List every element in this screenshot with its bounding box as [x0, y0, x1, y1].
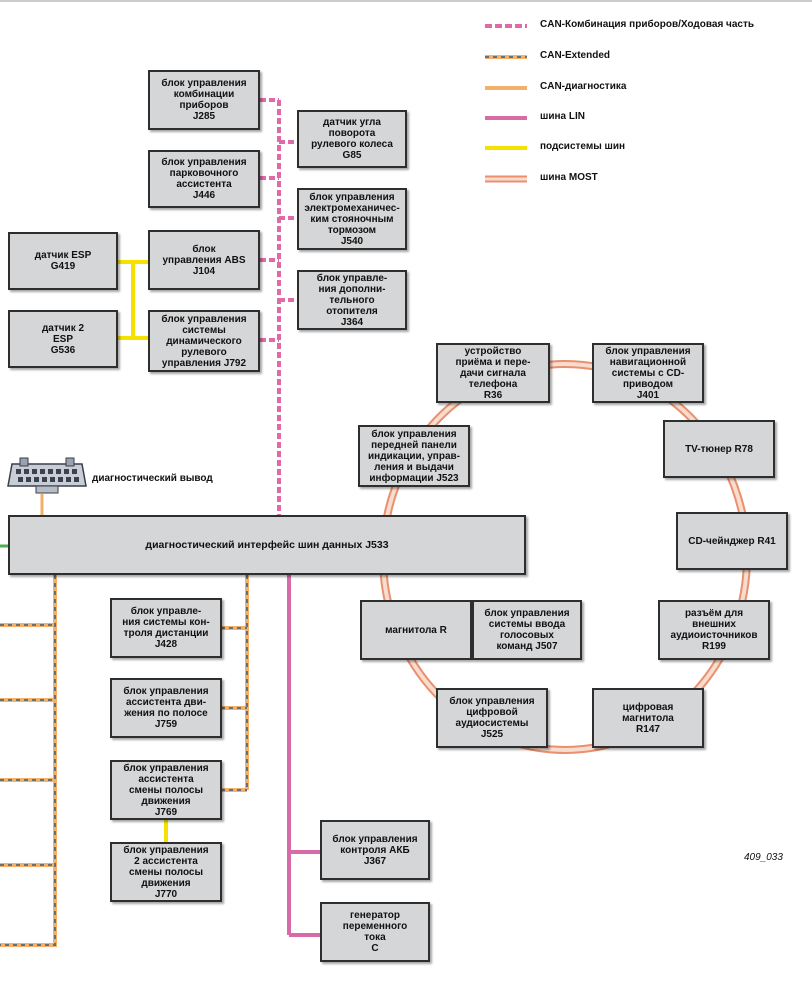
box-g85: датчик угла поворота рулевого колеса G85 [297, 110, 407, 168]
legend-most: шина MOST [540, 172, 598, 183]
box-j428: блок управле- ния системы кон- троля дис… [110, 598, 222, 658]
box-j446: блок управления парковочного ассистента … [148, 150, 260, 208]
figure-id: 409_033 [744, 852, 783, 863]
legend-can-diag: CAN-диагностика [540, 81, 627, 92]
box-r199: разъём для внешних аудиоисточников R199 [658, 600, 770, 660]
legend-subsystem: подсистемы шин [540, 141, 626, 152]
can-extended-lines [0, 575, 249, 947]
box-r: магнитола R [360, 600, 472, 660]
box-j525: блок управления цифровой аудиосистемы J5… [436, 688, 548, 748]
legend-can-comfort: CAN-Комбинация приборов/Ходовая часть [540, 19, 755, 30]
box-g536: датчик 2 ESP G536 [8, 310, 118, 368]
box-j364: блок управле- ния дополни- тельного отоп… [297, 270, 407, 330]
box-j769: блок управления ассистента смены полосы … [110, 760, 222, 820]
legend-swatches [485, 24, 527, 183]
box-j770: блок управления 2 ассистента смены полос… [110, 842, 222, 902]
diagnostic-port-label: диагностический вывод [92, 473, 213, 484]
box-j792: блок управления системы динамического ру… [148, 310, 260, 372]
box-j285: блок управления комбинации приборов J285 [148, 70, 260, 130]
diagnostic-connector-icon [7, 457, 87, 494]
can-comfort-lines [260, 98, 297, 517]
box-j401: блок управления навигационной системы с … [592, 343, 704, 403]
box-j104: блок управления ABS J104 [148, 230, 260, 290]
box-g419: датчик ESP G419 [8, 232, 118, 290]
box-j533: диагностический интерфейс шин данных J53… [8, 515, 526, 575]
box-j367: блок управления контроля АКБ J367 [320, 820, 430, 880]
box-j540: блок управления электромеханичес- ким ст… [297, 188, 407, 250]
legend-lin: шина LIN [540, 111, 585, 122]
box-r36: устройство приёма и пере- дачи сигнала т… [436, 343, 550, 403]
box-j507: блок управления системы ввода голосовых … [472, 600, 582, 660]
legend-can-extended: CAN-Extended [540, 50, 611, 61]
lin-lines [287, 575, 320, 937]
box-j759: блок управления ассистента дви- жения по… [110, 678, 222, 738]
box-c: генератор переменного тока C [320, 902, 430, 962]
box-r78: TV-тюнер R78 [663, 420, 775, 478]
subsystem-lines [118, 260, 168, 842]
box-r41: CD-чейнджер R41 [676, 512, 788, 570]
box-j523: блок управления передней панели индикаци… [358, 425, 470, 487]
box-r147: цифровая магнитола R147 [592, 688, 704, 748]
